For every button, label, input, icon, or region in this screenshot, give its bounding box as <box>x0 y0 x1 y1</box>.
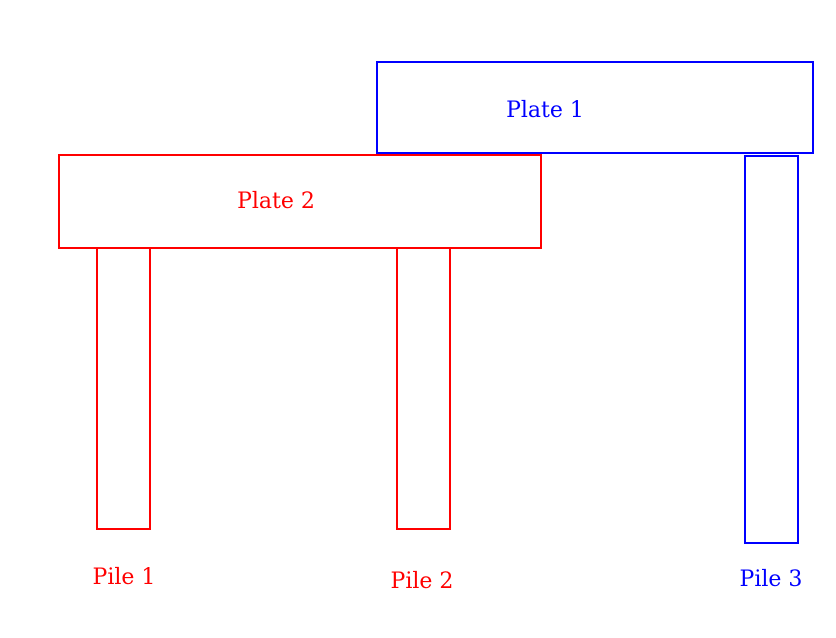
pile-3-label: Pile 3 <box>740 567 803 592</box>
pile-3: Pile 3 <box>740 155 803 592</box>
pile-1-label: Pile 1 <box>93 565 156 590</box>
pile-2-rect <box>396 247 451 530</box>
pile-2: Pile 2 <box>391 247 454 594</box>
plate-2-rect <box>58 154 542 249</box>
plate-1: Plate 1 <box>376 61 814 154</box>
pile-2-label: Pile 2 <box>391 569 454 594</box>
pile-3-rect <box>744 155 799 544</box>
plate-1-rect <box>376 61 814 154</box>
pile-1-rect <box>96 247 151 530</box>
plate-2: Plate 2 <box>58 154 542 249</box>
pile-1: Pile 1 <box>93 247 156 590</box>
plate-2-label: Plate 2 <box>237 189 315 214</box>
plate-1-label: Plate 1 <box>506 98 584 123</box>
